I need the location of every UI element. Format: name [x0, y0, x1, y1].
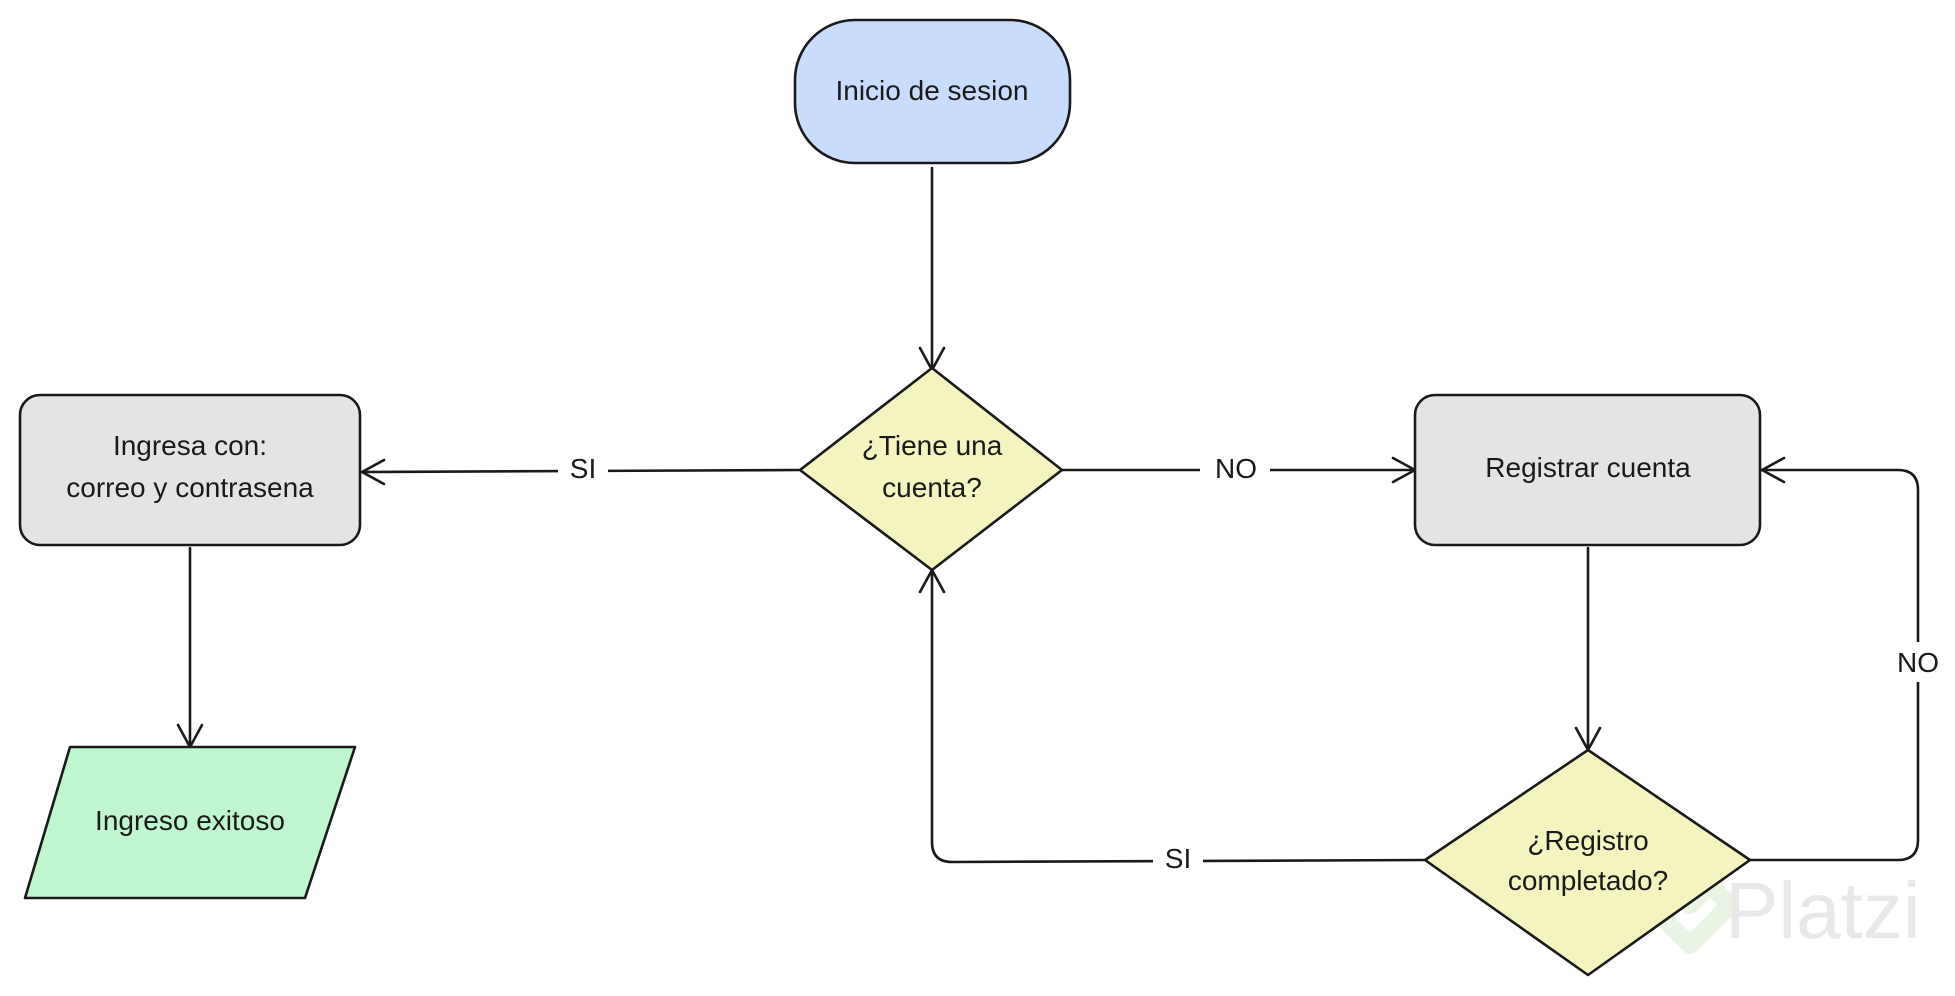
edge-decision2-no-loop: NO — [1748, 456, 1941, 862]
login-node-label-line2: correo y contrasena — [66, 472, 314, 503]
edge-start-to-decision — [918, 166, 946, 372]
login-node-label-line1: Ingresa con: — [113, 430, 267, 461]
decision-register-shape — [1423, 748, 1752, 977]
edge-register-to-decision2 — [1574, 546, 1602, 752]
success-node-shape — [23, 745, 357, 900]
watermark-text: Platzi — [1725, 866, 1921, 955]
edge-label-no-account: NO — [1215, 453, 1257, 484]
decision-account-shape — [798, 366, 1064, 572]
start-node-shape — [793, 18, 1072, 165]
decision-account-node: ¿Tiene una cuenta? — [798, 366, 1064, 572]
login-node-shape — [18, 393, 362, 547]
edge-decision-to-register: NO — [1060, 448, 1417, 488]
register-node-label: Registrar cuenta — [1485, 452, 1691, 483]
start-node: Inicio de sesion — [793, 18, 1072, 165]
start-node-label: Inicio de sesion — [835, 75, 1028, 106]
edge-label-no-register: NO — [1897, 647, 1939, 678]
register-node: Registrar cuenta — [1413, 393, 1762, 547]
edge-label-si-register: SI — [1165, 843, 1191, 874]
decision-register-node: ¿Registro completado? — [1423, 748, 1752, 977]
edge-decision2-si-back: SI — [918, 568, 1427, 878]
edge-label-si-account: SI — [570, 453, 596, 484]
login-node: Ingresa con: correo y contrasena — [18, 393, 362, 547]
edge-decision-to-login: SI — [360, 448, 802, 488]
decision-register-label-line1: ¿Registro — [1527, 825, 1648, 856]
success-node: Ingreso exitoso — [23, 745, 357, 900]
register-node-shape — [1413, 393, 1762, 547]
edge-login-to-success — [176, 546, 204, 749]
decision-register-label-line2: completado? — [1508, 865, 1668, 896]
decision-account-label-line1: ¿Tiene una — [862, 430, 1003, 461]
success-node-label: Ingreso exitoso — [95, 805, 285, 836]
decision-account-label-line2: cuenta? — [882, 472, 982, 503]
